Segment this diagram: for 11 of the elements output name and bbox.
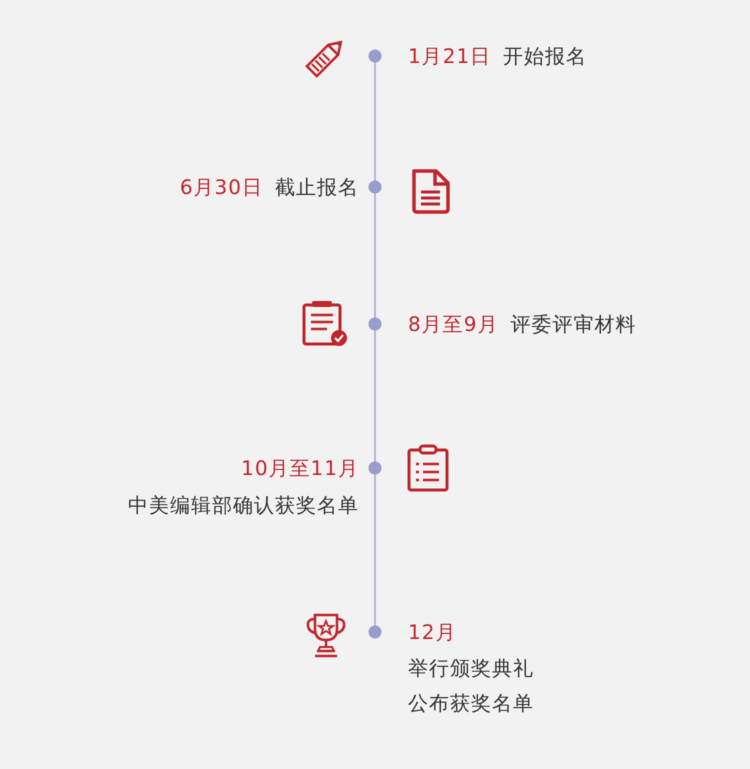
date-label: 1月21日 (408, 42, 492, 70)
event-label: 开始报名 (503, 42, 588, 70)
event-label: 公布获奖名单 (408, 690, 534, 716)
event-label: 截止报名 (275, 174, 359, 200)
date-label: 6月30日 (180, 174, 263, 200)
date-label: 10月至11月 (241, 454, 359, 482)
event-label: 评委评审材料 (510, 310, 636, 338)
event-label: 中美编辑部确认获奖名单 (128, 492, 359, 518)
date-label: 8月至9月 (408, 310, 498, 338)
event-label: 举行颁奖典礼 (408, 654, 534, 682)
date-label: 12月 (408, 618, 456, 646)
